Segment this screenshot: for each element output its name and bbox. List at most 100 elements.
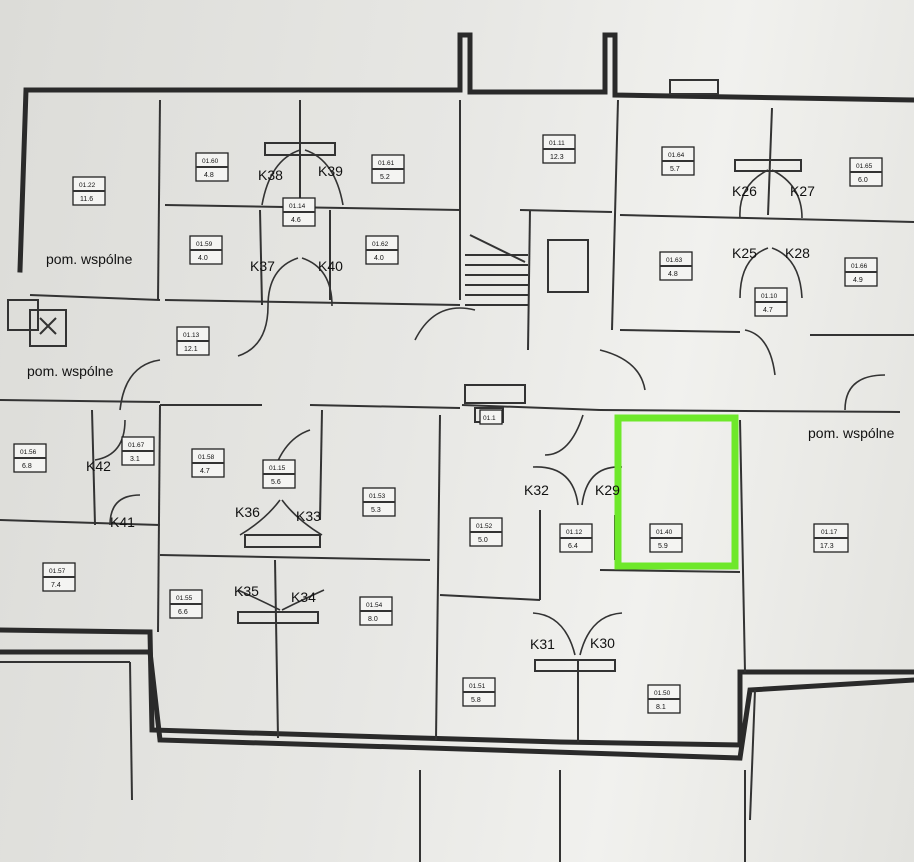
svg-text:01.40: 01.40 xyxy=(656,529,673,536)
svg-text:01.65: 01.65 xyxy=(856,163,873,170)
room-label: 01.53 5.3 xyxy=(362,487,396,517)
svg-text:01.53: 01.53 xyxy=(369,493,386,500)
room-label: 01.1 xyxy=(479,409,503,425)
highlighted-unit xyxy=(614,414,739,570)
svg-text:01.55: 01.55 xyxy=(176,595,193,602)
door-label: K37 xyxy=(250,258,275,274)
svg-text:12.3: 12.3 xyxy=(550,154,564,161)
common-area-label-right: pom. wspólne xyxy=(808,425,895,441)
door-swings xyxy=(7,142,886,672)
svg-text:5.8: 5.8 xyxy=(471,697,481,704)
svg-text:01.59: 01.59 xyxy=(196,241,213,248)
svg-text:8.0: 8.0 xyxy=(368,616,378,623)
door-label: K40 xyxy=(318,258,343,274)
common-area-label-top-left: pom. wspólne xyxy=(46,251,133,267)
room-label: 01.15 5.6 xyxy=(262,459,296,489)
door-label: K35 xyxy=(234,583,259,599)
svg-text:6.4: 6.4 xyxy=(568,543,578,550)
svg-text:01.1: 01.1 xyxy=(483,415,496,422)
svg-text:01.57: 01.57 xyxy=(49,568,66,575)
svg-text:5.6: 5.6 xyxy=(271,479,281,486)
svg-text:4.8: 4.8 xyxy=(668,271,678,278)
room-label: 01.57 7.4 xyxy=(42,562,76,592)
svg-text:12.1: 12.1 xyxy=(184,346,198,353)
room-label: 01.104.7 xyxy=(754,287,788,317)
svg-text:4.8: 4.8 xyxy=(204,172,214,179)
door-label: K42 xyxy=(86,458,111,474)
room-label: 01.17 17.3 xyxy=(813,523,849,553)
svg-text:01.51: 01.51 xyxy=(469,683,486,690)
svg-text:5.3: 5.3 xyxy=(371,507,381,514)
door-label: K26 xyxy=(732,183,757,199)
door-label: K25 xyxy=(732,245,757,261)
room-label: 01.14 4.6 xyxy=(282,197,316,227)
door-label: K34 xyxy=(291,589,316,605)
svg-text:01.12: 01.12 xyxy=(566,529,583,536)
svg-text:01.17: 01.17 xyxy=(821,529,838,536)
room-label: 01.11 12.3 xyxy=(542,134,576,164)
svg-text:5.9: 5.9 xyxy=(658,543,668,550)
door-label: K38 xyxy=(258,167,283,183)
svg-text:4.7: 4.7 xyxy=(200,468,210,475)
svg-text:11.6: 11.6 xyxy=(80,196,93,203)
door-label: K41 xyxy=(110,514,135,530)
svg-text:4.6: 4.6 xyxy=(291,217,301,224)
door-label: K39 xyxy=(318,163,343,179)
room-label: 01.50 8.1 xyxy=(647,684,681,714)
svg-text:7.4: 7.4 xyxy=(51,582,61,589)
svg-text:6.8: 6.8 xyxy=(22,463,32,470)
svg-text:01.50: 01.50 xyxy=(654,690,671,697)
svg-text:01.61: 01.61 xyxy=(378,160,395,167)
svg-text:17.3: 17.3 xyxy=(820,543,834,550)
svg-text:3.1: 3.1 xyxy=(130,456,140,463)
svg-text:01.13: 01.13 xyxy=(183,332,200,339)
room-label: 01.59 4.0 xyxy=(189,235,223,265)
staircase xyxy=(465,234,528,306)
room-label: 01.61 5.2 xyxy=(371,154,405,184)
svg-text:01.11: 01.11 xyxy=(549,140,565,147)
room-label: 01.66 4.9 xyxy=(844,257,878,287)
door-label: K28 xyxy=(785,245,810,261)
svg-text:01.56: 01.56 xyxy=(20,449,37,456)
room-label: 01.12 6.4 xyxy=(559,523,593,553)
svg-text:4.0: 4.0 xyxy=(198,255,208,262)
room-label: 01.556.6 xyxy=(169,589,203,619)
room-label: 01.51 5.8 xyxy=(462,677,496,707)
door-label: K36 xyxy=(235,504,260,520)
room-label: 01.525.0 xyxy=(469,517,503,547)
svg-text:6.0: 6.0 xyxy=(858,177,868,184)
svg-text:01.58: 01.58 xyxy=(198,454,215,461)
door-label: K33 xyxy=(296,508,321,524)
svg-text:01.15: 01.15 xyxy=(269,465,286,472)
door-label: K29 xyxy=(595,482,620,498)
room-label: 01.60 4.8 xyxy=(195,152,229,182)
svg-text:01.63: 01.63 xyxy=(666,257,683,264)
svg-text:01.22: 01.22 xyxy=(79,182,96,189)
room-label: 01.67 3.1 xyxy=(121,436,155,466)
room-label: 01.624.0 xyxy=(365,235,399,265)
room-labels: 01.22 11.6 01.60 4.8 01.61 5.2 01.14 4.6 01.… xyxy=(13,134,883,714)
door-label: K27 xyxy=(790,183,815,199)
svg-text:5.7: 5.7 xyxy=(670,166,680,173)
svg-text:5.2: 5.2 xyxy=(380,174,390,181)
door-label: K30 xyxy=(590,635,615,651)
svg-text:5.0: 5.0 xyxy=(478,537,488,544)
door-label: K32 xyxy=(524,482,549,498)
room-label: 01.13 12.1 xyxy=(176,326,210,356)
svg-text:01.66: 01.66 xyxy=(851,263,868,270)
room-label: 01.65 6.0 xyxy=(849,157,883,187)
room-label: 01.56 6.8 xyxy=(13,443,47,473)
room-label: 01.63 4.8 xyxy=(659,251,693,281)
svg-text:8.1: 8.1 xyxy=(656,704,666,711)
svg-text:01.67: 01.67 xyxy=(128,442,145,449)
svg-text:01.60: 01.60 xyxy=(202,158,219,165)
svg-text:4.9: 4.9 xyxy=(853,277,863,284)
svg-text:01.14: 01.14 xyxy=(289,203,306,210)
svg-text:4.0: 4.0 xyxy=(374,255,384,262)
door-labels: K26 K27 K25 K28 K38 K39 K37 K40 K32 K29 … xyxy=(86,163,815,652)
common-area-label-left: pom. wspólne xyxy=(27,363,114,379)
room-label: 01.645.7 xyxy=(661,146,695,176)
room-label: 01.58 4.7 xyxy=(191,448,225,478)
